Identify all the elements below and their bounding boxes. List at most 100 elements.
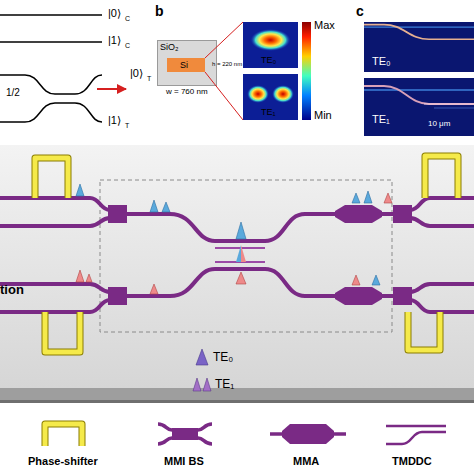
mode-image [424,104,474,105]
te1-pulse [76,270,84,282]
mmi-beam-splitter [108,205,412,305]
waveguide [0,198,474,312]
te0-pulse [352,193,360,203]
panel-letter: b [155,4,164,18]
legend-icon [386,425,446,428]
mode-image [364,78,474,136]
colorbar-label: Min [314,110,332,121]
stage-label: tion [0,283,24,296]
color-bar [302,22,311,120]
mode-image [364,89,474,91]
ket-label: |0⟩ [130,68,143,79]
waveguide [410,218,474,226]
node-text: TE₁ [261,108,276,117]
waveguide [410,284,474,292]
phase-shifter [45,312,80,352]
mixed-pulse [236,245,246,262]
phase-shifter [35,158,68,198]
waveguide [410,198,474,210]
te0-pulse [150,200,158,212]
dashed-region [100,180,392,332]
ket-subscript: T [125,122,129,129]
mode-image [364,78,474,136]
node-text: TE₀ [372,56,391,67]
chip-body [0,145,474,388]
te1-pulse [352,275,360,285]
mmi-beam-splitter [108,205,127,223]
mixed-pulse [236,245,241,262]
waveguide [0,218,110,226]
signal-arrow [97,89,126,90]
te0-pulse [236,222,246,239]
legend-icon [45,424,82,446]
te0-pulse [76,184,84,196]
chip-body [0,400,474,403]
ket-label: |1⟩ [108,35,121,46]
legend-text: TE₁ [215,378,234,390]
legend-icon [282,424,334,444]
phase-shifter [425,156,458,198]
legend-icon [172,428,198,440]
dimension-label: h = 220 nm [212,61,242,67]
te0-pulse [162,202,170,212]
node-text: TE₀ [261,56,276,65]
te0-pulse [364,191,372,203]
cladding-box: SiO₂Si [157,40,217,86]
chip-body [0,145,474,403]
field-simulation: TE₀ [364,22,474,72]
mmi-beam-splitter [393,205,412,223]
scale-label: 10 μm [428,120,450,128]
te1-pulse [384,193,392,203]
mixed-pulse [241,245,246,262]
signal-arrow [97,88,126,90]
legend-icon [386,432,446,444]
phase-shifter [408,312,440,350]
field-simulation: TE₁ [364,78,474,136]
core-box: Si [167,58,205,72]
legend-icon [45,424,82,446]
mode-multiplexer [335,205,382,305]
qubit-line [0,41,102,43]
phase-shifter [35,156,458,352]
node-text: SiO₂ [160,43,179,52]
mode-image [272,85,294,103]
legend-symbol [193,349,211,391]
dashed-region [100,180,392,332]
legend-text: TE₀ [213,351,233,363]
ket-label: |0⟩ [108,8,121,19]
phase-shifter [408,312,440,350]
te0-pulse [372,275,380,285]
legend-symbol [196,349,208,365]
mode-profile: TE₀ [243,22,298,68]
phase-shifter [425,156,458,198]
legend-text: Phase-shifter [28,456,98,467]
te1-pulse [150,284,158,294]
mode-image [243,74,298,120]
panel-letter: c [356,4,364,18]
legend-symbol [193,378,211,391]
legend-icon [334,432,346,436]
mode-image [364,25,474,40]
legend-text: MMA [293,456,319,467]
dimension-label: w = 760 nm [166,88,208,96]
te1-pulse [86,274,92,282]
phase-shifter [45,312,80,352]
mode-multiplexer [335,287,382,305]
te1-pulse [236,272,246,284]
ket-label: |1⟩ [108,115,121,126]
mode-image [251,29,291,51]
legend-text: TMDDC [392,456,432,467]
ket-subscript: C [125,42,130,49]
legend-icon [45,424,446,446]
mode-image [364,22,474,72]
te1-pulse [76,193,392,294]
chip-body [0,388,474,400]
mode-image [434,108,474,109]
node-text: Si [180,61,188,70]
zoom-connector [205,72,243,120]
qubit-line [0,103,102,122]
colorbar-label: Max [314,20,335,31]
waveguide [0,198,110,210]
